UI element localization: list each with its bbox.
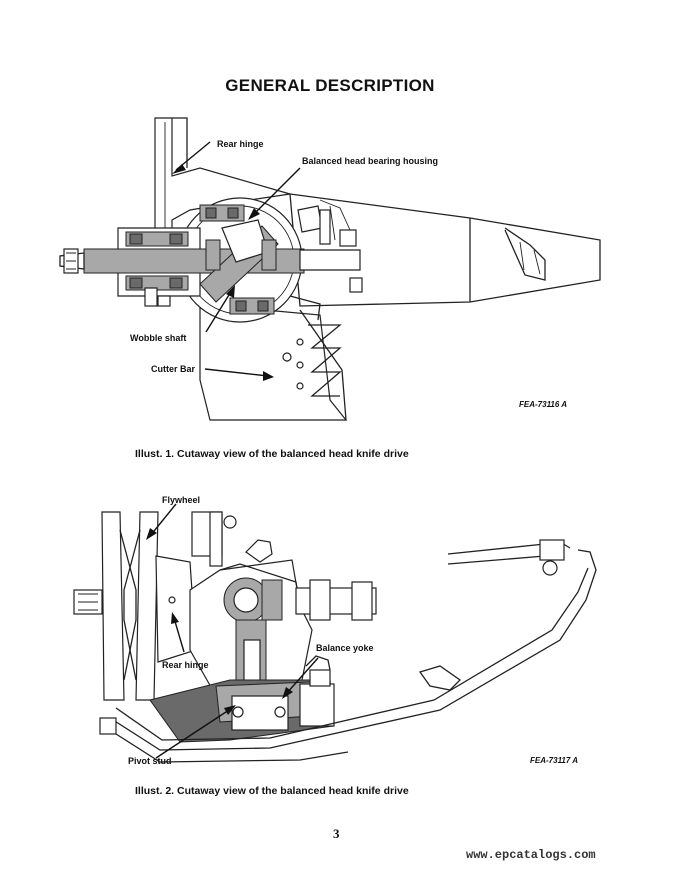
label-balance-yoke: Balance yoke [316, 643, 374, 653]
figure-1-drawing [59, 117, 601, 421]
label-rear-hinge-2: Rear hinge [162, 660, 209, 670]
frame-arm-outer [109, 549, 597, 751]
figure-2-drawing [73, 503, 597, 763]
page-number: 3 [333, 826, 340, 841]
figure-1-caption: Illust. 1. Cutaway view of the balanced … [135, 448, 409, 460]
label-pivot-stud: Pivot stud [128, 756, 172, 766]
label-flywheel: Flywheel [162, 495, 201, 505]
label-bearing-housing: Balanced head bearing housing [302, 156, 439, 166]
figure-2-caption: Illust. 2. Cutaway view of the balanced … [135, 785, 409, 797]
figure-1-id: FEA-73116 A [519, 400, 568, 409]
flywheel-rim-right [135, 511, 159, 701]
flywheel-rim-left [101, 511, 125, 701]
label-rear-hinge-1: Rear hinge [217, 139, 264, 149]
label-cutter-bar: Cutter Bar [151, 364, 196, 374]
figure-2-id: FEA-73117 A [530, 756, 579, 765]
page-title: GENERAL DESCRIPTION [225, 76, 435, 95]
watermark-url[interactable]: www.epcatalogs.com [466, 848, 596, 862]
label-wobble-shaft: Wobble shaft [130, 333, 187, 343]
